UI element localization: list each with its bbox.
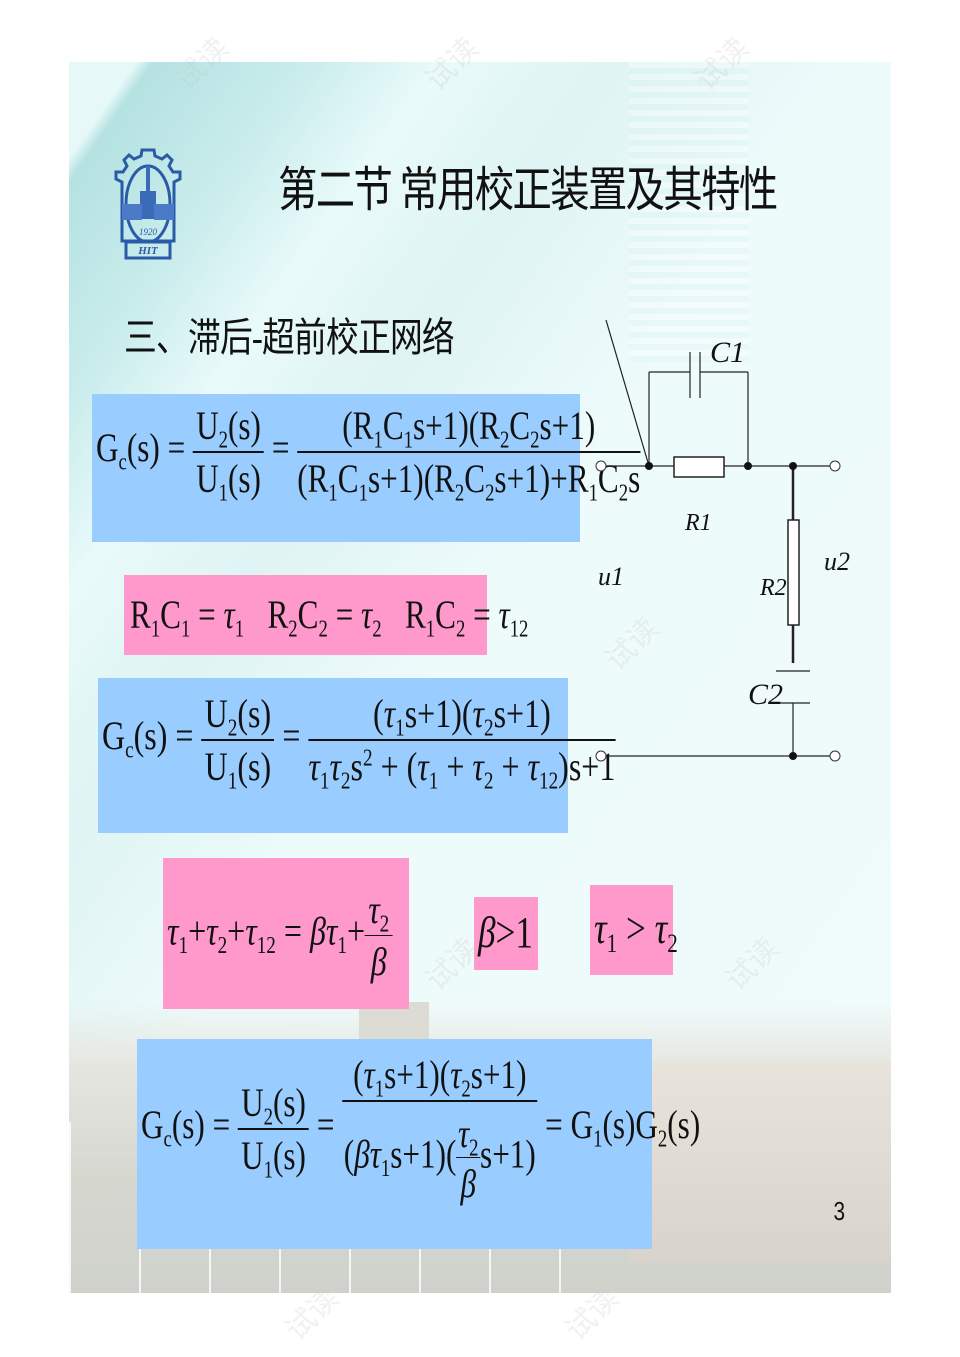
- section-subtitle: 三、滞后-超前校正网络: [124, 315, 455, 360]
- svg-text:1920: 1920: [139, 227, 158, 237]
- lag-lead-circuit-diagram: C1 R1 u1 R2 u2 C2: [595, 320, 850, 762]
- page-number: 3: [833, 1196, 846, 1226]
- formula-box-tau-condition: τ1 > τ2: [590, 885, 678, 975]
- formula-tau-condition: τ1 > τ2: [594, 904, 678, 959]
- formula-factored: Gc(s) = U2(s)U1(s) = (τ1s+1)(τ2s+1)(βτ1s…: [141, 1052, 701, 1206]
- formula-transfer-rc: Gc(s) = U2(s)U1(s) = (R1C1s+1)(R2C2s+1)(…: [96, 403, 641, 507]
- formula-time-constants: R1C1 = τ1 R2C2 = τ2 R1C2 = τ12: [130, 592, 529, 643]
- formula-box-time-constants: R1C1 = τ1 R2C2 = τ2 R1C2 = τ12: [124, 575, 528, 655]
- svg-text:HIT: HIT: [137, 245, 159, 257]
- label-c1: C1: [710, 336, 745, 369]
- label-r2: R2: [759, 575, 787, 601]
- label-u1: u1: [598, 562, 624, 591]
- terminal-out-bottom: [829, 750, 841, 762]
- binary-pattern-decoration: [629, 62, 749, 362]
- terminal-in-top: [595, 460, 607, 472]
- formula-box-transfer-rc: Gc(s) = U2(s)U1(s) = (R1C1s+1)(R2C2s+1)(…: [92, 394, 641, 542]
- label-c2: C2: [748, 678, 783, 711]
- formula-transfer-tau: Gc(s) = U2(s)U1(s) = (τ1s+1)(τ2s+1)τ1τ2s…: [102, 691, 616, 795]
- formula-beta-condition: β>1: [478, 908, 533, 957]
- hit-university-emblem-icon: 1920 HIT: [114, 148, 182, 260]
- terminal-out-top: [829, 460, 841, 472]
- formula-box-factored: Gc(s) = U2(s)U1(s) = (τ1s+1)(τ2s+1)(βτ1s…: [137, 1039, 700, 1249]
- label-u2: u2: [824, 547, 850, 576]
- formula-box-beta-condition: β>1: [474, 897, 538, 970]
- terminal-in-bottom: [595, 750, 607, 762]
- slide-title: 第二节 常用校正装置及其特性: [278, 164, 778, 217]
- label-r1: R1: [684, 510, 712, 536]
- formula-box-transfer-tau: Gc(s) = U2(s)U1(s) = (τ1s+1)(τ2s+1)τ1τ2s…: [98, 678, 616, 833]
